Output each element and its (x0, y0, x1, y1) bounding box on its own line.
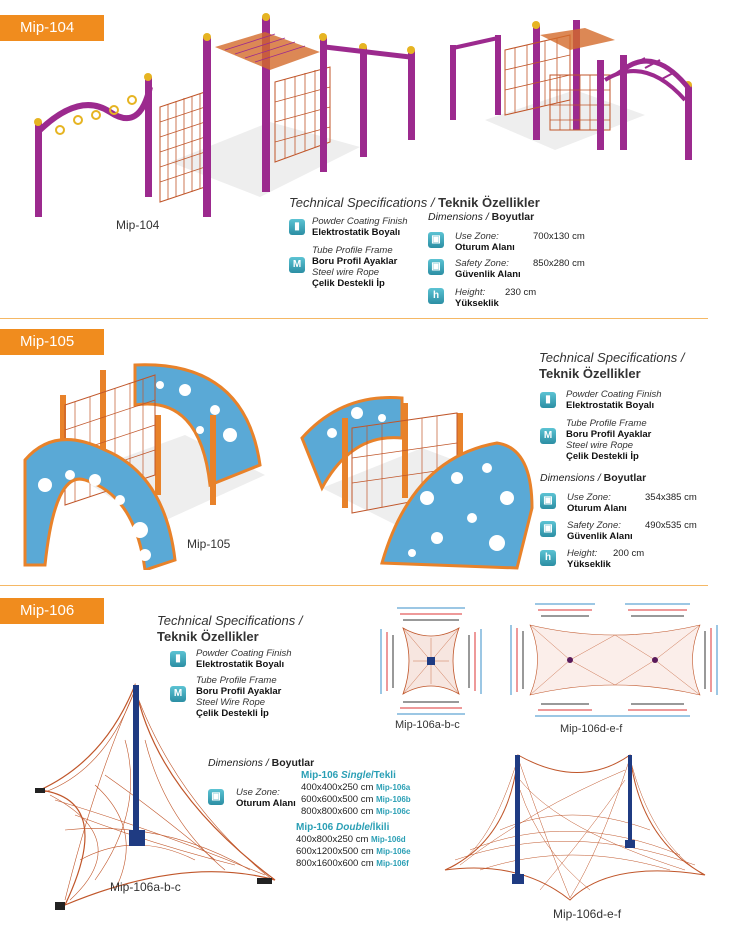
mip-106-double-size-table: Mip-106 Double/İkili 400x800x250 cm Mip-… (296, 822, 411, 869)
powder-coating-icon: ▮ (170, 651, 186, 667)
mip-106abc-plan-diagram (380, 607, 482, 715)
mip-106def-plan-diagram (510, 603, 718, 717)
tube-frame-icon: M (540, 428, 556, 444)
mip-104-product-image-right (450, 20, 692, 160)
powder-coating-icon: ▮ (289, 219, 305, 235)
height-icon: h (428, 288, 444, 304)
section-tab-mip-104: Mip-104 (0, 15, 104, 41)
tube-frame-icon: M (289, 257, 305, 273)
safety-zone-icon: ▣ (540, 521, 556, 537)
mip-105-product-image-right (300, 396, 534, 570)
section-tab-mip-105: Mip-105 (0, 329, 104, 355)
table-row: 600x1200x500 cm Mip-106e (296, 846, 411, 857)
mip-106abc-product-image (35, 682, 276, 910)
table-row: 600x600x500 cm Mip-106b (301, 794, 411, 805)
mip-106-tech-spec-title: Technical Specifications /Teknik Özellik… (157, 613, 303, 644)
mip-106-use-zone-label: Use Zone:Oturum Alanı (236, 787, 296, 809)
height-icon: h (540, 550, 556, 566)
table-row: 400x800x250 cm Mip-106d (296, 834, 406, 845)
mip-106abc-image-caption: Mip-106a-b-c (110, 880, 181, 894)
safety-zone-icon: ▣ (428, 259, 444, 275)
mip-106def-image-caption: Mip-106d-e-f (553, 907, 622, 921)
powder-coating-icon: ▮ (540, 392, 556, 408)
mip-106def-product-image (444, 754, 706, 901)
mip-106def-plan-caption: Mip-106d-e-f (560, 723, 623, 735)
mip-106-single-size-table: Mip-106 Single/Tekli 400x400x250 cm Mip-… (301, 770, 411, 817)
use-zone-icon: ▣ (208, 789, 224, 805)
mip-105-tech-spec-title: Technical Specifications /Teknik Özellik… (539, 350, 685, 381)
section-divider (0, 318, 708, 319)
table-row: 800x800x600 cm Mip-106c (301, 806, 411, 817)
mip-104-dimensions-title: Dimensions / Boyutlar (428, 211, 535, 223)
mip-105-product-image-left (23, 363, 265, 570)
mip-106-dimensions-title: Dimensions / Boyutlar (208, 757, 315, 769)
mip-104-image-caption: Mip-104 (116, 218, 160, 232)
table-row: 800x1600x600 cm Mip-106f (296, 858, 409, 869)
mip-104-product-image-left (34, 13, 415, 217)
table-row: 400x400x250 cm Mip-106a (301, 782, 411, 793)
mip-104-tech-spec-title: Technical Specifications / Teknik Özelli… (289, 195, 540, 210)
use-zone-icon: ▣ (428, 232, 444, 248)
use-zone-icon: ▣ (540, 493, 556, 509)
section-tab-mip-106: Mip-106 (0, 598, 104, 624)
tube-frame-icon: M (170, 686, 186, 702)
mip-106abc-plan-caption: Mip-106a-b-c (395, 719, 460, 731)
mip-105-image-caption: Mip-105 (187, 537, 231, 551)
mip-105-dimensions-title: Dimensions / Boyutlar (540, 472, 647, 484)
section-divider (0, 585, 708, 586)
